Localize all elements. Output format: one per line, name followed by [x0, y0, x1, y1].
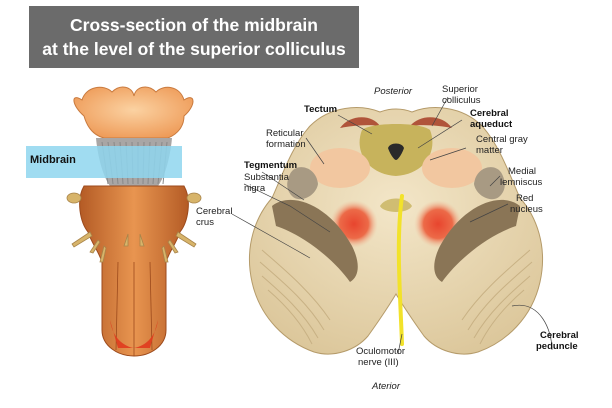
cerebral-aqueduct-label-1: Cerebral	[470, 108, 509, 119]
reticular-formation-label-2: formation	[266, 139, 306, 150]
superior-colliculus-left	[340, 117, 380, 128]
cerebral-crus-label-1: Cerebral	[196, 206, 233, 217]
brainstem-illustration	[66, 86, 202, 357]
reticular-formation-label-1: Reticular	[266, 128, 304, 139]
title-line-2: at the level of the superior colliculus	[42, 39, 346, 59]
midbrain-cross-section	[248, 107, 544, 355]
cerebral-peduncle-label-2: peduncle	[536, 341, 578, 352]
cerebral-aqueduct	[388, 143, 404, 160]
title-banner: Cross-section of the midbrain at the lev…	[29, 6, 359, 68]
reticular-formation-left	[310, 148, 370, 188]
superior-colliculus-label-1: Superior	[442, 84, 478, 95]
medial-lemniscus-right	[474, 167, 505, 200]
oculomotor-label-2: nerve (III)	[358, 357, 399, 368]
anterior-label: Aterior	[372, 381, 400, 392]
medial-lemniscus-label-2: lemniscus	[500, 177, 543, 188]
cerebral-crus-label-2: crus	[196, 217, 214, 228]
substantia-nigra-label-2: nigra	[244, 183, 266, 194]
leader-lines	[231, 96, 553, 355]
superior-colliculus-label-2: colliculus	[442, 95, 481, 106]
cerebral-crus-striations	[259, 249, 533, 345]
oculomotor-label-1: Oculomotor	[356, 346, 406, 357]
oculomotor-nerve	[396, 194, 404, 346]
substantia-nigra-label-1: Substantia	[244, 172, 289, 183]
red-nucleus-label-1: Red	[516, 193, 534, 204]
substantia-nigra-left	[272, 199, 358, 282]
tegmentum-label: Tegmentum	[244, 160, 298, 171]
superior-colliculus-right	[410, 117, 452, 128]
substantia-nigra-right	[434, 199, 520, 282]
midbrain-band	[26, 146, 182, 178]
central-gray-label-1: Central gray	[476, 134, 528, 145]
title-line-1: Cross-section of the midbrain	[70, 15, 318, 35]
tectum-label: Tectum	[304, 104, 338, 115]
cranial-nerves	[66, 192, 202, 263]
red-nucleus-label-2: nucleus	[510, 204, 543, 215]
medial-lemniscus-left	[287, 167, 318, 200]
midbrain-label: Midbrain	[30, 154, 76, 166]
posterior-label: Posterior	[374, 86, 413, 97]
cerebral-peduncle-label-1: Cerebral	[540, 330, 579, 341]
reticular-formation-right	[422, 148, 482, 188]
central-gray-label-2: matter	[476, 145, 503, 156]
medial-lemniscus-label-1: Medial	[508, 166, 536, 177]
cerebral-lobes	[73, 86, 194, 139]
cerebral-aqueduct-label-2: aqueduct	[470, 119, 513, 130]
